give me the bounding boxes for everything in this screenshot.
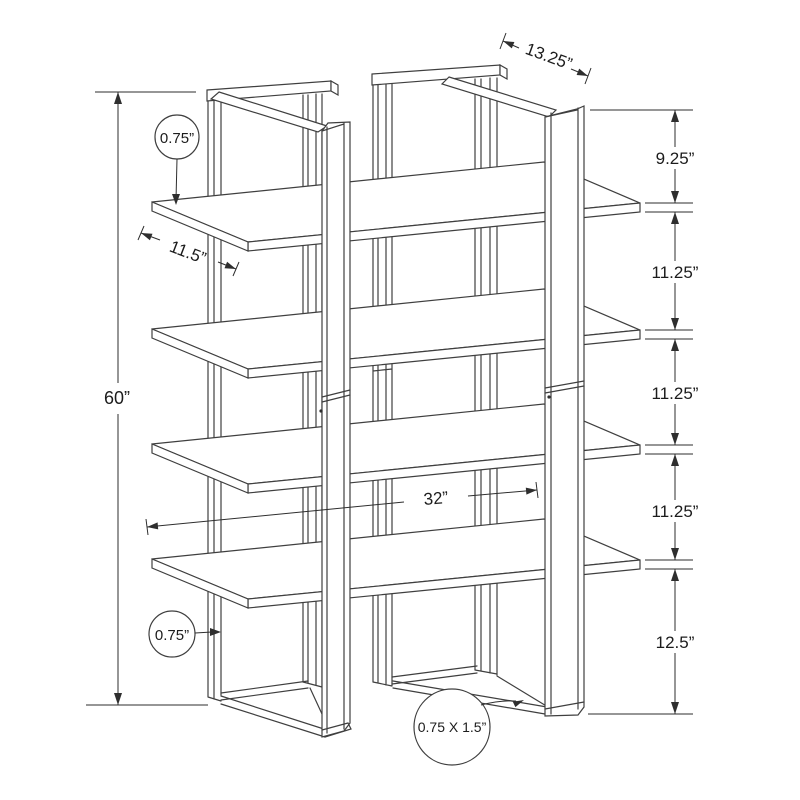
left-leg-joint-dot	[319, 409, 323, 413]
tube-width-callout-top: 0.75”	[154, 114, 200, 205]
gap-label-3: 11.25”	[652, 384, 699, 403]
left-top-depth-bar	[209, 91, 329, 133]
right-top-depth-bar	[440, 76, 558, 118]
right-spacing-chain: 9.25” 11.25” 11.25” 11.25” 12.5”	[588, 109, 706, 715]
right-leg-joint-dot	[547, 395, 551, 399]
gap-label-1: 9.25”	[656, 149, 695, 168]
height-dimension: 60”	[86, 91, 208, 706]
gap-label-4: 11.25”	[652, 502, 699, 521]
rear-and-inner-legs	[207, 75, 498, 702]
left-top-width-bar-endcap	[330, 79, 339, 97]
tube-section-label: 0.75 X 1.5”	[418, 719, 487, 735]
tube-top-label: 0.75”	[160, 130, 194, 147]
top-frame-bars	[206, 63, 558, 133]
callout-circle-section	[413, 688, 491, 766]
left-front-leg	[319, 121, 352, 738]
front-legs	[319, 105, 585, 738]
left-base-bars	[220, 680, 329, 738]
right-top-width-bar-endcap	[499, 63, 508, 81]
right-front-leg	[544, 105, 585, 717]
shelf-depth-label: 11.5”	[167, 237, 209, 268]
top-depth-label: 13.25”	[523, 39, 575, 73]
callout-circle-bottom	[148, 610, 196, 658]
tube-section-callout: 0.75 X 1.5”	[413, 688, 524, 766]
span-dimension: 32”	[145, 481, 539, 536]
top-depth-dimension: 13.25”	[499, 32, 592, 85]
gap-label-5: 12.5”	[656, 633, 695, 652]
span-label: 32”	[423, 488, 449, 509]
tube-bottom-label: 0.75”	[155, 627, 189, 644]
tube-width-callout-bottom: 0.75”	[148, 610, 221, 658]
gap-label-2: 11.25”	[652, 263, 699, 282]
height-label: 60”	[104, 388, 130, 408]
